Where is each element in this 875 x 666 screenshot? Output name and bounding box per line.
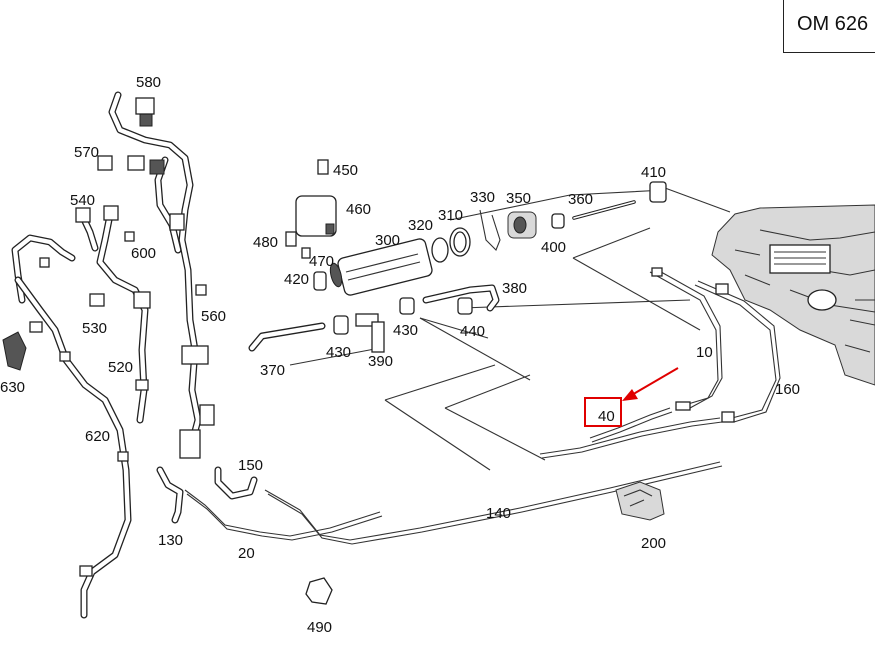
callout-630: 630 bbox=[0, 379, 25, 396]
callout-400: 400 bbox=[541, 239, 566, 256]
highlight-marker bbox=[584, 367, 679, 427]
callout-300: 300 bbox=[375, 232, 400, 249]
callout-430: 430 bbox=[393, 322, 418, 339]
callout-40: 40 bbox=[598, 408, 615, 425]
guide-lines bbox=[289, 187, 731, 471]
callout-420: 420 bbox=[284, 271, 309, 288]
callout-140: 140 bbox=[486, 505, 511, 522]
callout-620: 620 bbox=[85, 428, 110, 445]
callout-440: 440 bbox=[460, 323, 485, 340]
callout-350: 350 bbox=[506, 190, 531, 207]
callout-labels: 10 20 40 130 140 150 160 200 300 310 320 330 350 360 3… bbox=[0, 74, 800, 636]
callout-480: 480 bbox=[253, 234, 278, 251]
engine-code: OM 626 bbox=[797, 13, 869, 35]
callout-520: 520 bbox=[108, 359, 133, 376]
callout-370: 370 bbox=[260, 362, 285, 379]
fuel-tank bbox=[711, 204, 875, 386]
filter-group bbox=[329, 181, 667, 296]
callout-380: 380 bbox=[502, 280, 527, 297]
callout-600: 600 bbox=[131, 245, 156, 262]
callout-320: 320 bbox=[408, 217, 433, 234]
hose-assembly-620 bbox=[2, 234, 132, 619]
callout-410: 410 bbox=[641, 164, 666, 181]
hose-assembly-560 bbox=[75, 91, 215, 459]
callout-150: 150 bbox=[238, 457, 263, 474]
callout-160: 160 bbox=[775, 381, 800, 398]
callout-570: 570 bbox=[74, 144, 99, 161]
callout-20: 20 bbox=[238, 545, 255, 562]
callout-200: 200 bbox=[641, 535, 666, 552]
callout-450: 450 bbox=[333, 162, 358, 179]
callout-540: 540 bbox=[70, 192, 95, 209]
callout-360: 360 bbox=[568, 191, 593, 208]
callout-460: 460 bbox=[346, 201, 371, 218]
callout-530: 530 bbox=[82, 320, 107, 337]
filter-hoses bbox=[248, 159, 500, 353]
callout-470: 470 bbox=[309, 253, 334, 270]
engine-code-box: OM 626 bbox=[783, 0, 875, 53]
callout-330: 330 bbox=[470, 189, 495, 206]
callout-390: 390 bbox=[368, 353, 393, 370]
callout-430: 430 bbox=[326, 344, 351, 361]
fuel-lines bbox=[156, 267, 781, 545]
callout-490: 490 bbox=[307, 619, 332, 636]
callout-560: 560 bbox=[201, 308, 226, 325]
callout-130: 130 bbox=[158, 532, 183, 549]
callout-580: 580 bbox=[136, 74, 161, 91]
misc-parts bbox=[305, 267, 735, 605]
callout-10: 10 bbox=[696, 344, 713, 361]
callout-310: 310 bbox=[438, 207, 463, 224]
